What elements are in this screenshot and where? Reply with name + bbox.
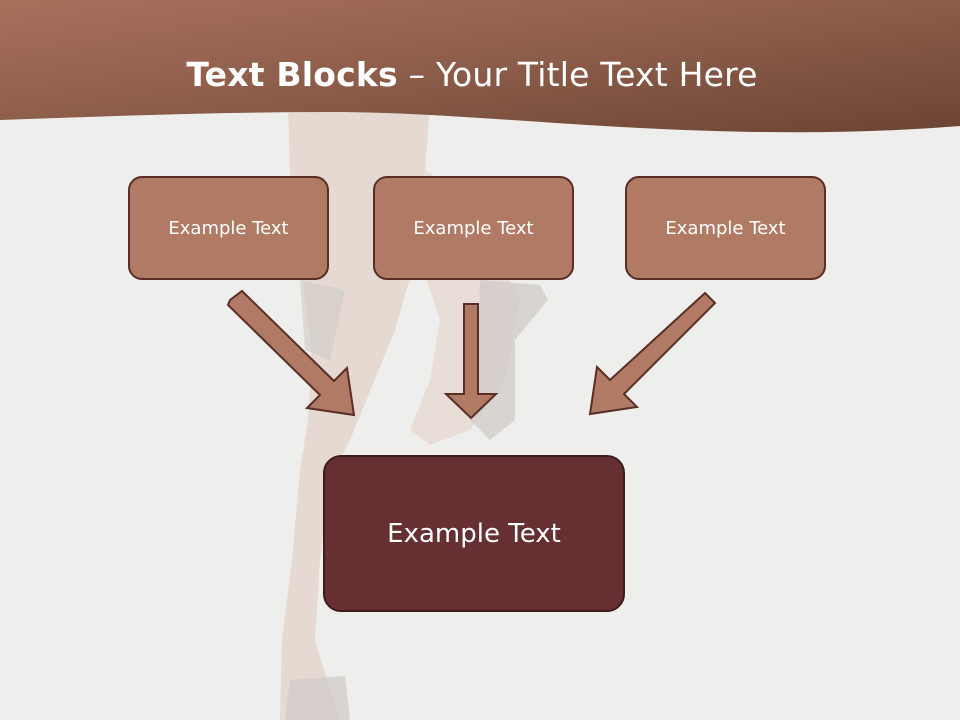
text-block-label: Example Text — [665, 217, 786, 239]
arrow-right-to-main — [588, 291, 717, 416]
text-block-top-right[interactable]: Example Text — [625, 176, 826, 280]
page-title: Text Blocks – Your Title Text Here — [0, 52, 944, 98]
text-block-main[interactable]: Example Text — [323, 455, 625, 612]
title-bold: Text Blocks — [186, 55, 398, 94]
title-banner — [0, 0, 960, 133]
title-rest: Your Title Text Here — [435, 55, 758, 94]
text-block-top-left[interactable]: Example Text — [128, 176, 329, 280]
arrow-center-to-main — [443, 303, 499, 420]
title-separator: – — [397, 55, 436, 94]
arrow-left-to-main — [226, 289, 356, 417]
text-block-label: Example Text — [168, 217, 289, 239]
text-block-top-center[interactable]: Example Text — [373, 176, 574, 280]
text-block-label: Example Text — [413, 217, 534, 239]
text-block-main-label: Example Text — [387, 518, 561, 549]
